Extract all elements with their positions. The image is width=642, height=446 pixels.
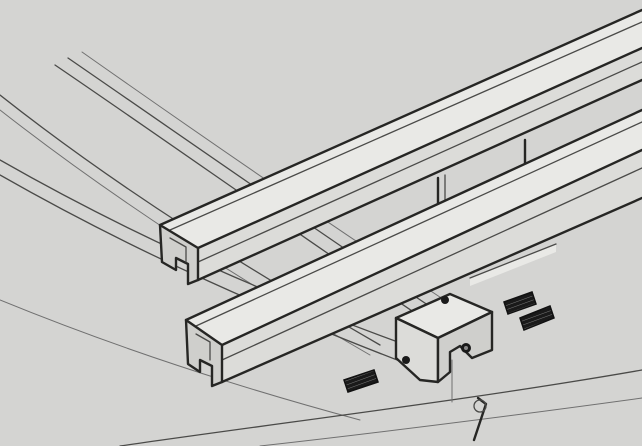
grub-screw (343, 369, 379, 393)
lower-rail (184, 108, 642, 388)
upper-rail (158, 8, 642, 286)
grub-screw (519, 305, 555, 331)
rail-clamp (394, 292, 494, 384)
hex-key (451, 359, 488, 442)
grub-screw (503, 291, 537, 315)
